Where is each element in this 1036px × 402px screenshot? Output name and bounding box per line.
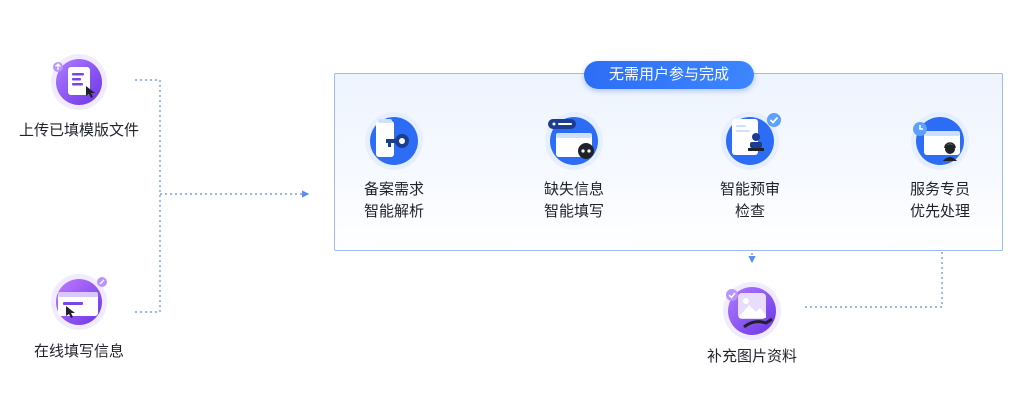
step3-line1: 智能预审 bbox=[719, 181, 780, 198]
supplement-to-step4-arrow bbox=[805, 234, 946, 308]
online-form-icon bbox=[50, 273, 108, 331]
robot-chat-icon bbox=[544, 111, 604, 171]
online-form-label: 在线填写信息 bbox=[33, 343, 124, 360]
image-upload-icon bbox=[722, 281, 786, 341]
step4-line1: 服务专员 bbox=[909, 181, 970, 198]
upload-document-icon bbox=[50, 53, 108, 111]
step4-line2: 优先处理 bbox=[909, 203, 970, 220]
step1-line2: 智能解析 bbox=[363, 203, 424, 220]
step3-line2: 检查 bbox=[734, 203, 765, 220]
upload-template-label: 上传已填模版文件 bbox=[18, 122, 139, 139]
input-bracket-line bbox=[135, 79, 161, 313]
no-user-involvement-banner: 无需用户参与完成 bbox=[584, 61, 754, 89]
supplement-label: 补充图片资料 bbox=[706, 348, 797, 365]
step2-line1: 缺失信息 bbox=[543, 181, 604, 198]
step2-line2: 智能填写 bbox=[543, 203, 604, 220]
step1-line1: 备案需求 bbox=[363, 181, 424, 198]
automated-process-box bbox=[334, 73, 1003, 251]
document-check-icon bbox=[720, 111, 784, 171]
document-key-icon bbox=[364, 111, 424, 171]
customer-service-icon bbox=[910, 111, 970, 171]
